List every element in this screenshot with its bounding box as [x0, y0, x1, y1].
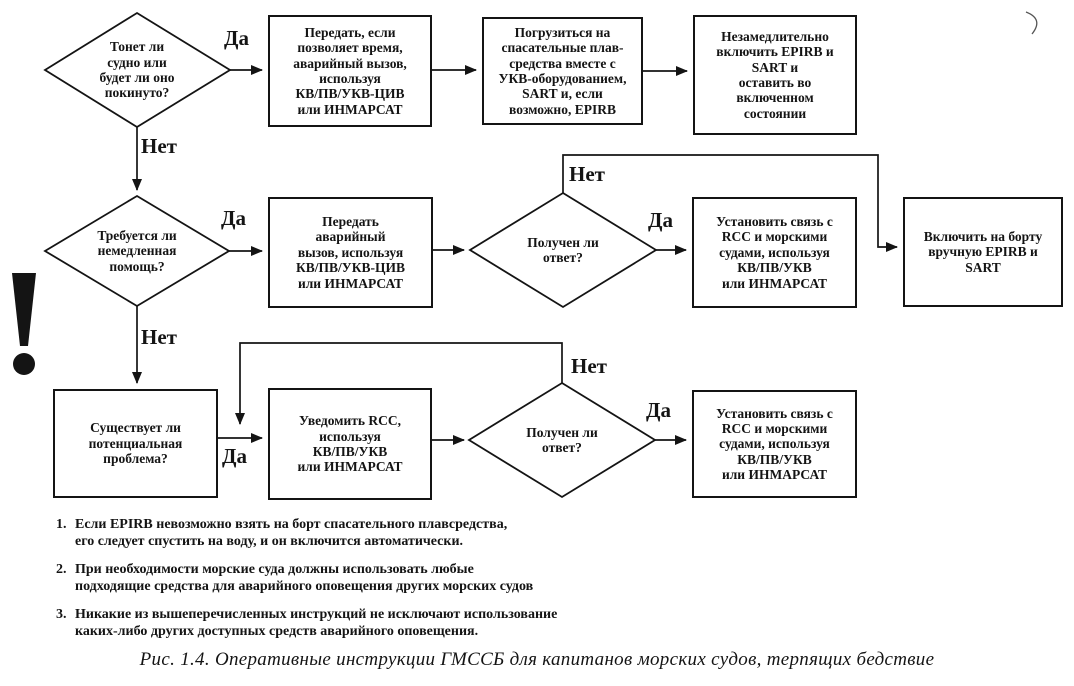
- node-establish-rcc2: Установить связь с RCC и морскими судами…: [692, 197, 857, 308]
- node-establish-rcc3: Установить связь с RCC и морскими судами…: [692, 390, 857, 498]
- edge-label-no: Нет: [141, 134, 177, 158]
- node-transmit-if-time: Передать, если позволяет время, аварийны…: [268, 15, 432, 127]
- node-manual-epirb: Включить на борту вручную EPIRB и SART: [903, 197, 1063, 307]
- node-transmit-distress: Передать аварийный вызов, используя КВ/П…: [268, 197, 433, 308]
- edge-label-yes: Да: [646, 398, 671, 422]
- footnote-text: При необходимости морские суда должны ис…: [75, 562, 534, 594]
- decision-answer3-shape: [467, 381, 657, 499]
- decision-answer2-shape: [468, 191, 658, 309]
- decision-answer2: Получен ли ответ?: [493, 229, 633, 271]
- exclamation-icon: [12, 273, 36, 375]
- node-text: Передать, если позволяет время, аварийны…: [293, 24, 407, 117]
- footnote-2: 2. При необходимости морские суда должны …: [56, 562, 533, 595]
- edge-label-no: Нет: [141, 325, 177, 349]
- decision-sinking-shape: [43, 11, 232, 129]
- edge-label-yes: Да: [222, 444, 247, 468]
- edge-label-yes: Да: [648, 208, 673, 232]
- footnote-3: 3. Никакие из вышеперечисленных инструкци…: [56, 607, 557, 640]
- node-board-craft: Погрузиться на спасательные плав- средст…: [482, 17, 643, 125]
- decision-need-help: Требуется ли немедленная помощь?: [57, 225, 217, 277]
- footnote-1: 1. Если EPIRB невозможно взять на борт сп…: [56, 517, 507, 550]
- node-text: Установить связь с RCC и морскими судами…: [716, 405, 833, 483]
- node-text: Получен ли ответ?: [526, 424, 598, 455]
- node-text: Незамедлительно включить EPIRB и SART и …: [716, 28, 834, 121]
- node-potential-problem: Существует ли потенциальная проблема?: [53, 389, 218, 498]
- node-text: Существует ли потенциальная проблема?: [88, 420, 183, 467]
- node-text: Получен ли ответ?: [527, 234, 599, 265]
- figure-caption: Рис. 1.4. Оперативные инструкции ГМССБ д…: [139, 649, 935, 670]
- node-text: Передать аварийный вызов, используя КВ/П…: [295, 214, 405, 291]
- footnote-number: 3.: [56, 607, 67, 622]
- node-text: Погрузиться на спасательные плав- средст…: [498, 24, 627, 117]
- decision-need-help-shape: [43, 194, 231, 308]
- node-activate-epirb: Незамедлительно включить EPIRB и SART и …: [693, 15, 857, 135]
- stray-mark-icon: [1025, 11, 1038, 35]
- node-text: Установить связь с RCC и морскими судами…: [716, 214, 833, 291]
- footnote-text: Никакие из вышеперечисленных инструкций …: [75, 607, 558, 639]
- footnote-number: 2.: [56, 562, 67, 577]
- edge-answer3-no-loop: [235, 342, 563, 425]
- edge-label-no: Нет: [571, 354, 607, 378]
- edge-label-no: Нет: [569, 162, 605, 186]
- decision-sinking: Тонет ли судно или будет ли оно покинуто…: [62, 33, 212, 107]
- decision-answer3: Получен ли ответ?: [492, 419, 632, 461]
- footnote-text: Если EPIRB невозможно взять на борт спас…: [75, 517, 508, 549]
- node-text: Тонет ли судно или будет ли оно покинуто…: [99, 39, 175, 101]
- edge-answer2-no-loop: [562, 154, 898, 252]
- node-text: Уведомить RCC, используя КВ/ПВ/УКВ или И…: [297, 413, 403, 475]
- node-notify-rcc: Уведомить RCC, используя КВ/ПВ/УКВ или И…: [268, 388, 432, 500]
- footnote-number: 1.: [56, 517, 67, 532]
- node-text: Требуется ли немедленная помощь?: [97, 227, 177, 274]
- node-text: Включить на борту вручную EPIRB и SART: [923, 228, 1043, 275]
- edge-label-yes: Да: [221, 206, 246, 230]
- edge-label-yes: Да: [224, 26, 249, 50]
